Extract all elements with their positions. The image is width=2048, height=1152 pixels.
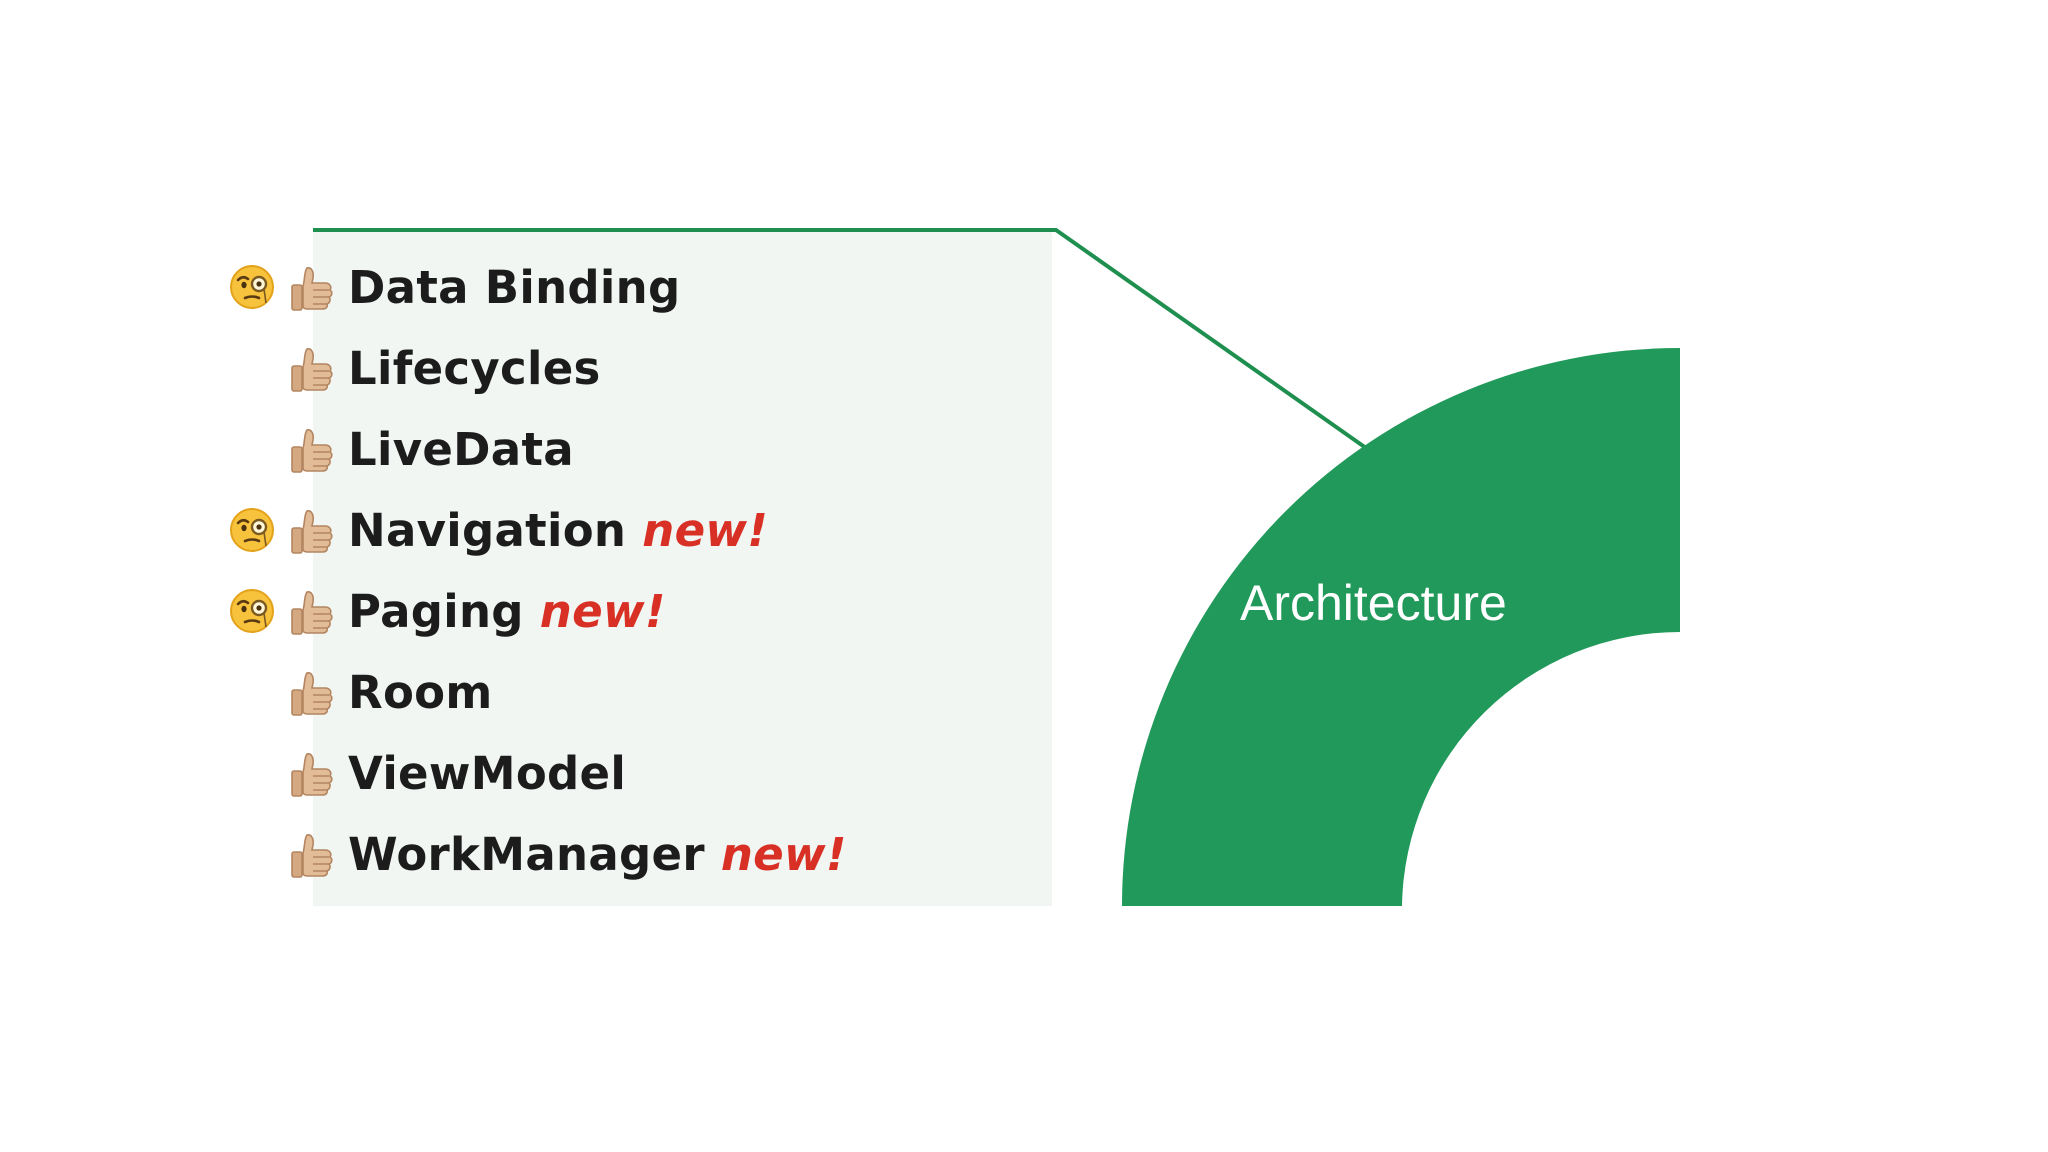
list-item: ViewModel [222, 738, 626, 808]
thumbs-up-icon [282, 662, 342, 722]
list-item: Lifecycles [222, 333, 601, 403]
thumbs-up-icon [282, 419, 342, 479]
face-with-monocle-icon [222, 581, 282, 641]
face-with-monocle-icon [222, 257, 282, 317]
new-badge: new! [642, 503, 769, 557]
architecture-ring-segment [1122, 348, 1680, 906]
list-item: Data Binding [222, 252, 681, 322]
thumbs-up-icon [282, 338, 342, 398]
item-label: ViewModel [348, 746, 627, 800]
new-badge: new! [539, 584, 666, 638]
thumbs-up-icon [282, 824, 342, 884]
list-item: Room [222, 657, 493, 727]
item-label: Paging new! [348, 584, 666, 638]
new-badge: new! [720, 827, 847, 881]
thumbs-up-icon [282, 581, 342, 641]
architecture-label: Architecture [1240, 575, 1507, 631]
component-panel [313, 230, 1052, 906]
list-item: LiveData [222, 414, 574, 484]
list-item: WorkManager new! [222, 819, 847, 889]
connector-line [313, 228, 1368, 450]
item-label: Room [348, 665, 493, 719]
item-label: Navigation new! [348, 503, 769, 557]
face-with-monocle-icon [222, 500, 282, 560]
list-item: Paging new! [222, 576, 666, 646]
item-label: WorkManager new! [348, 827, 847, 881]
thumbs-up-icon [282, 743, 342, 803]
list-item: Navigation new! [222, 495, 768, 565]
item-label: Lifecycles [348, 341, 601, 395]
thumbs-up-icon [282, 257, 342, 317]
item-label: LiveData [348, 422, 574, 476]
item-label: Data Binding [348, 260, 681, 314]
thumbs-up-icon [282, 500, 342, 560]
